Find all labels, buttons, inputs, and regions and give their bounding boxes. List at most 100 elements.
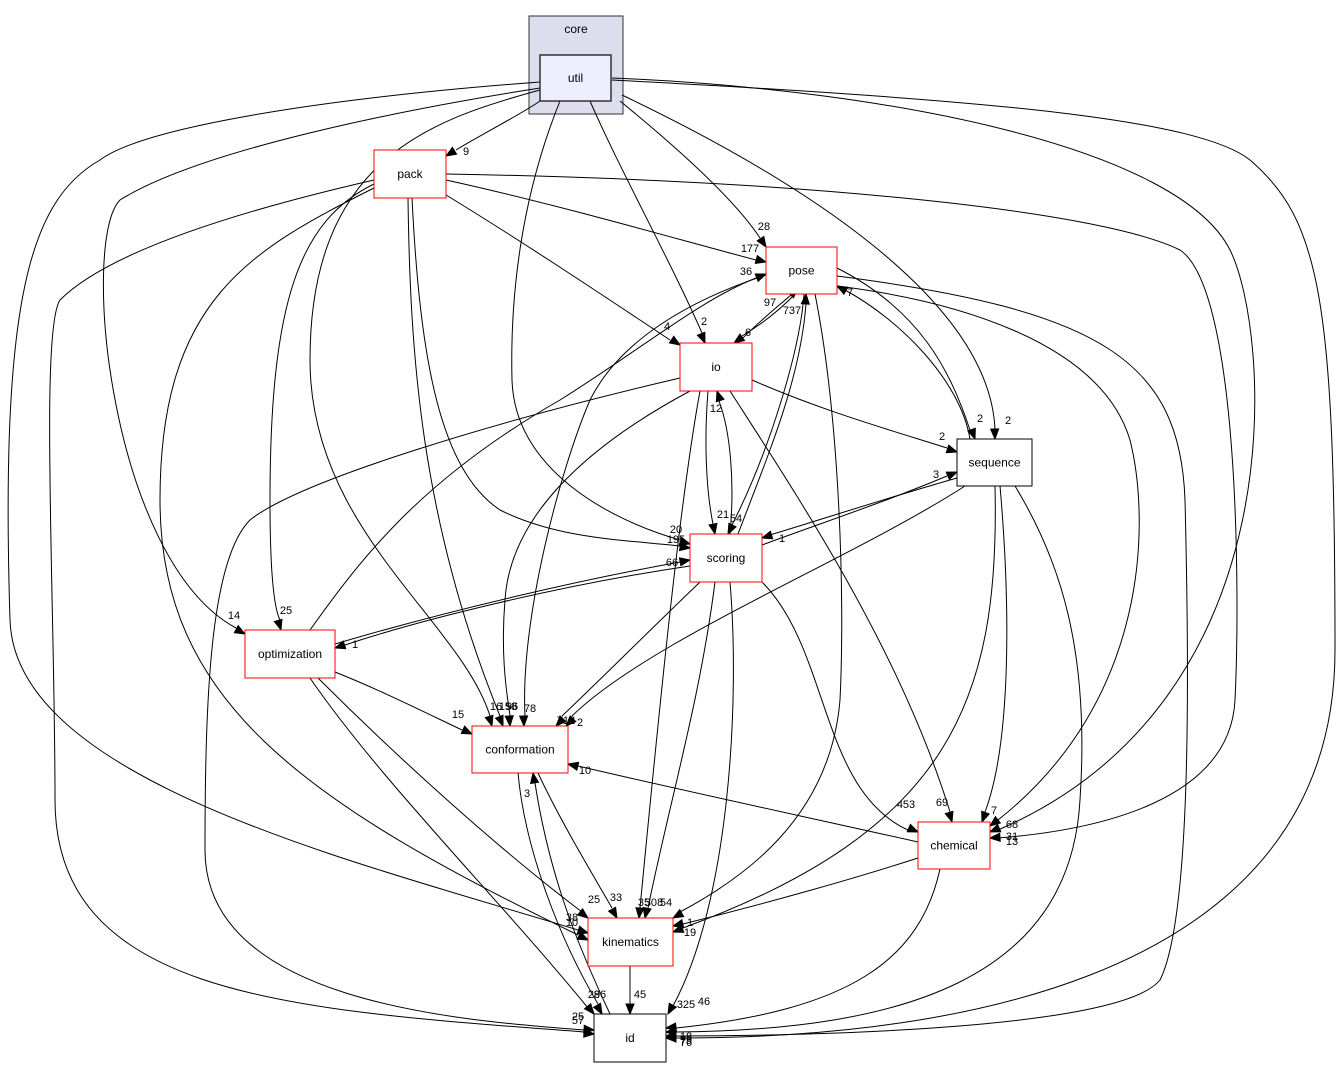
edge-kinematics-to-id[interactable]: 45	[625, 966, 646, 1016]
edge-io-to-kinematics[interactable]: 35	[635, 390, 701, 920]
edge-scoring-to-kinematics[interactable]: 54	[642, 581, 716, 920]
edge-pack-to-optimization[interactable]: 25	[269, 183, 375, 632]
node-chemical[interactable]: chemical	[917, 821, 991, 870]
edge-sequence-to-id[interactable]: 18	[664, 485, 1083, 1043]
edge-weight-label[interactable]: 25	[280, 605, 292, 617]
edge-scoring-to-io[interactable]: 12	[710, 389, 733, 535]
edge-weight-label[interactable]: 2	[1005, 415, 1011, 427]
edge-weight-label[interactable]: 2	[977, 413, 983, 425]
edge-io-to-chemical[interactable]: 69	[729, 390, 954, 824]
node-sequence[interactable]: sequence	[956, 438, 1033, 487]
edge-pose-to-conformation[interactable]: 78	[518, 274, 767, 728]
edge-optimization-to-pose[interactable]: 36	[309, 266, 768, 631]
edge-util-to-io[interactable]: 2	[589, 100, 707, 345]
edge-sequence-to-chemical[interactable]: 7	[981, 485, 1008, 824]
edge-optimization-to-conformation[interactable]: 15	[334, 671, 474, 735]
edge-weight-label[interactable]: 1	[779, 533, 785, 545]
edge-util-to-sequence[interactable]: 2	[621, 94, 1011, 441]
edge-weight-label[interactable]: 4	[664, 321, 670, 333]
node-pack[interactable]: pack	[373, 149, 447, 199]
edge-pack-to-scoring[interactable]: 195	[411, 197, 692, 552]
edge-optimization-to-scoring[interactable]: 66	[334, 557, 692, 645]
edge-weight-label[interactable]: 195	[667, 534, 685, 546]
edge-weight-label[interactable]: 453	[897, 799, 915, 811]
edge-util-to-pose[interactable]: 28	[619, 100, 770, 249]
edge-util-to-conformation[interactable]: 16	[309, 89, 541, 728]
edge-weight-label[interactable]: 19	[684, 927, 696, 939]
edge-weight-label[interactable]: 46	[698, 996, 710, 1008]
edge-weight-label[interactable]: 54	[730, 513, 742, 525]
edge-conformation-to-kinematics[interactable]: 33	[537, 772, 622, 920]
edge-util-to-pack[interactable]: 9	[444, 100, 541, 158]
edge-scoring-to-optimization[interactable]: 1	[333, 565, 691, 651]
edge-weight-label[interactable]: 21	[717, 509, 729, 521]
edge-pose-to-id[interactable]: 79	[664, 275, 1188, 1047]
edge-weight-label[interactable]: 10	[579, 765, 591, 777]
edge-weight-label[interactable]: 3	[933, 469, 939, 481]
edge-optimization-to-kinematics[interactable]: 25	[317, 677, 600, 919]
node-io[interactable]: io	[679, 342, 753, 392]
node-scoring[interactable]: scoring	[689, 533, 763, 583]
edge-chemical-to-id[interactable]: 46	[664, 868, 941, 1032]
edge-weight-label[interactable]: 158	[499, 701, 517, 713]
edge-util-to-chemical[interactable]: 31	[611, 77, 1256, 843]
edge-pack-to-id[interactable]: 57	[49, 179, 596, 1038]
edge-chemical-to-conformation[interactable]: 10	[566, 761, 919, 843]
node-kinematics[interactable]: kinematics	[587, 917, 674, 967]
edge-pack-to-pose[interactable]: 177	[445, 179, 768, 264]
edge-weight-label[interactable]: 45	[634, 989, 646, 1001]
edge-weight-label[interactable]: 325	[677, 999, 695, 1011]
edge-weight-label[interactable]: 15	[452, 709, 464, 721]
edge-weight-label[interactable]: 1	[687, 917, 693, 929]
edge-weight-label[interactable]: 76	[680, 1037, 692, 1049]
edge-pose-to-scoring[interactable]: 54	[727, 293, 805, 536]
edge-weight-label[interactable]: 2	[701, 316, 707, 328]
edge-io-to-sequence[interactable]: 2	[751, 379, 959, 454]
node-pose[interactable]: pose	[765, 246, 838, 295]
edge-weight-label[interactable]: 14	[228, 610, 240, 622]
edge-scoring-to-chemical[interactable]: 453	[761, 581, 920, 833]
edge-weight-label[interactable]: 10	[566, 917, 578, 929]
edge-weight-label[interactable]: 25	[572, 1011, 584, 1023]
edge-scoring-to-conformation[interactable]: 712	[555, 581, 701, 727]
edge-weight-label[interactable]: 13	[1006, 836, 1018, 848]
edge-io-to-id[interactable]: 25	[204, 377, 681, 1034]
edge-kinematics-to-conformation[interactable]: 3	[524, 771, 611, 1015]
edge-pose-to-chemical[interactable]: 68	[836, 285, 1140, 831]
edge-util-to-kinematics[interactable]: 38	[7, 81, 590, 935]
edge-weight-label[interactable]: 69	[936, 797, 948, 809]
edge-weight-label[interactable]: 18	[680, 1031, 692, 1043]
edge-weight-label[interactable]: 7	[991, 805, 997, 817]
node-optimization[interactable]: optimization	[244, 629, 336, 679]
edge-weight-label[interactable]: 35	[638, 897, 650, 909]
edge-weight-label[interactable]: 28	[758, 221, 770, 233]
edge-chemical-to-kinematics[interactable]: 1	[671, 857, 919, 929]
edge-weight-label[interactable]: 36	[740, 266, 752, 278]
edge-weight-label[interactable]: 97	[764, 297, 776, 309]
edge-weight-label[interactable]: 3	[524, 788, 530, 800]
edge-weight-label[interactable]: 33	[610, 892, 622, 904]
edge-weight-label[interactable]: 712	[557, 715, 575, 727]
edge-scoring-to-id[interactable]: 325	[667, 581, 734, 1016]
edge-weight-label[interactable]: 68	[1006, 819, 1018, 831]
edge-io-to-scoring[interactable]: 21	[705, 390, 729, 536]
edge-weight-label[interactable]: 54	[660, 897, 672, 909]
edge-weight-label[interactable]: 2	[577, 717, 583, 729]
edge-io-to-conformation[interactable]: 96	[502, 390, 691, 728]
edge-weight-label[interactable]: 78	[524, 703, 536, 715]
edge-weight-label[interactable]: 57	[572, 1015, 584, 1027]
edge-weight-label[interactable]: 737	[783, 305, 801, 317]
edge-weight-label[interactable]: 177	[741, 243, 759, 255]
edge-weight-label[interactable]: 79	[680, 1035, 692, 1047]
edge-weight-label[interactable]: 2	[939, 431, 945, 443]
node-conformation[interactable]: conformation	[471, 725, 569, 774]
edge-weight-label[interactable]: 96	[506, 701, 518, 713]
edge-sequence-to-scoring[interactable]: 1	[760, 477, 958, 545]
edge-weight-label[interactable]: 7	[847, 287, 853, 299]
edge-pack-to-conformation[interactable]: 158	[407, 197, 517, 728]
edge-weight-label[interactable]: 12	[710, 403, 722, 415]
edge-weight-label[interactable]: 25	[588, 894, 600, 906]
edge-pack-to-chemical[interactable]: 13	[445, 173, 1238, 848]
edge-util-to-optimization[interactable]: 14	[102, 87, 541, 635]
edge-weight-label[interactable]: 9	[463, 146, 469, 158]
